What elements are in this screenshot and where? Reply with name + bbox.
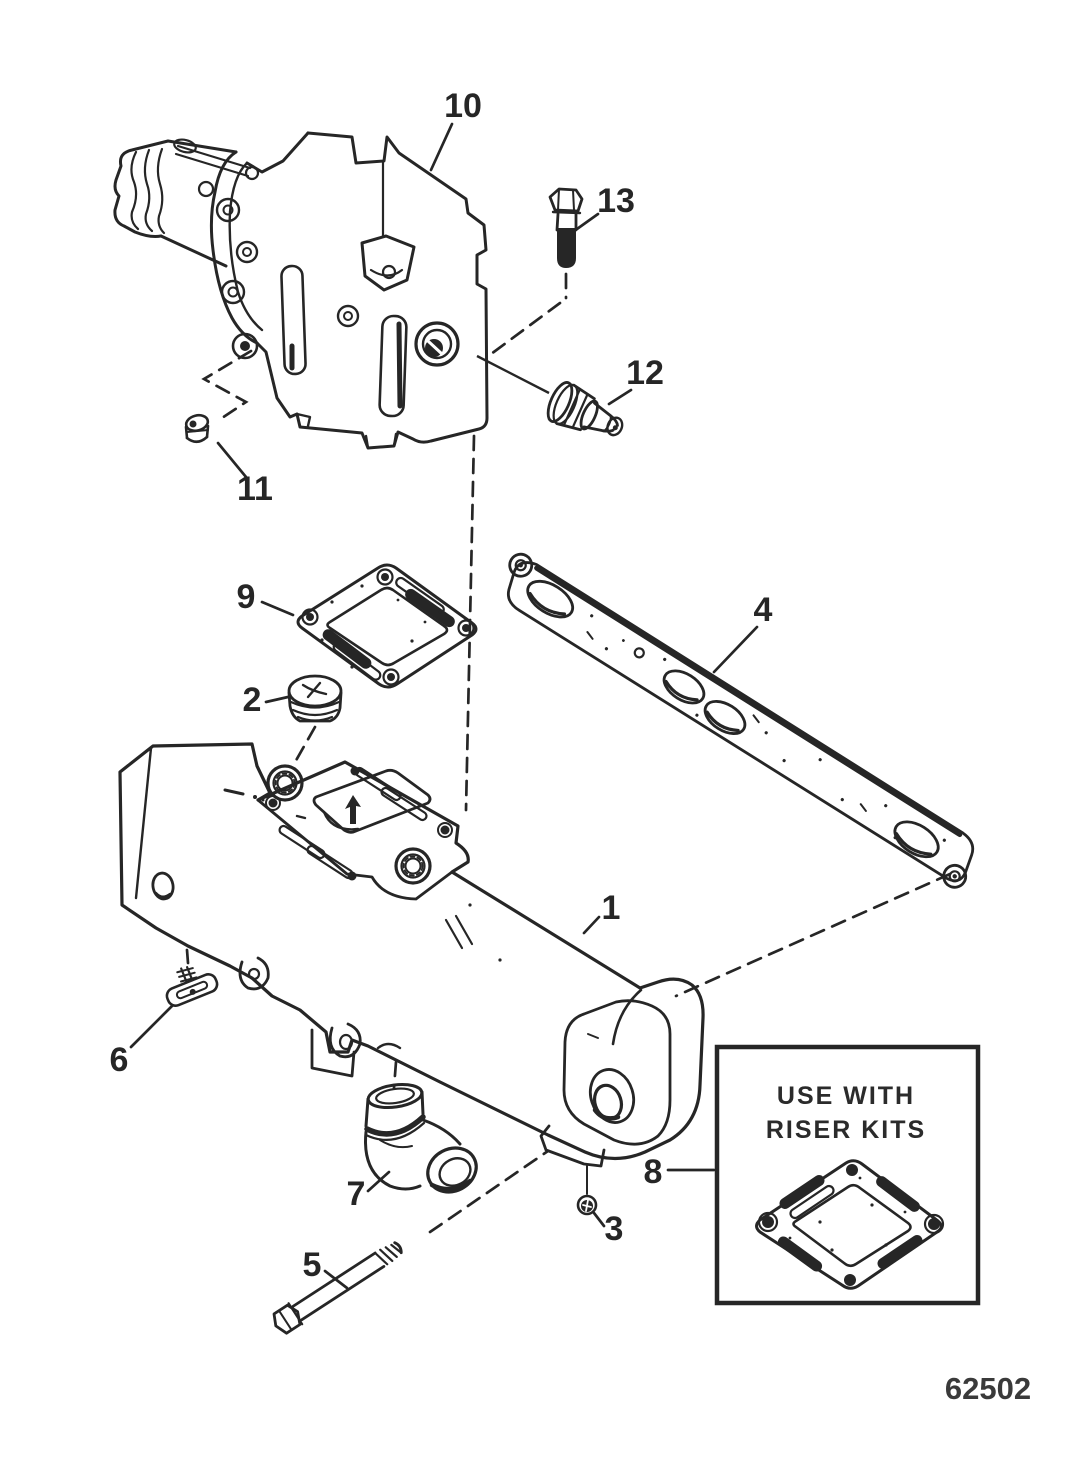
riser-kit-note-box: USE WITH RISER KITS bbox=[714, 1044, 981, 1306]
part-1-manifold-drawing bbox=[118, 742, 705, 1168]
callout-8: 8 bbox=[644, 1153, 663, 1191]
callout-10: 10 bbox=[444, 87, 482, 125]
assembly-dashed-lines bbox=[185, 272, 952, 1234]
part-10-housing-drawing bbox=[113, 131, 489, 450]
dashed-line-part-5 bbox=[428, 1149, 550, 1234]
leader-line-3 bbox=[592, 1211, 606, 1228]
part-3-plug-drawing bbox=[576, 1165, 598, 1216]
dashed-line-part-2 bbox=[292, 725, 317, 766]
part-6-clip-drawing bbox=[165, 966, 219, 1007]
note-box-text-line1: USE WITH bbox=[777, 1082, 915, 1110]
dashed-line-part-7 bbox=[392, 1060, 398, 1090]
callout-7: 7 bbox=[347, 1175, 366, 1213]
callout-5: 5 bbox=[303, 1246, 322, 1284]
part-13-bolt-drawing bbox=[548, 187, 584, 268]
part-7-elbow-drawing bbox=[364, 1082, 478, 1194]
callout-leader-lines bbox=[129, 122, 759, 1290]
leader-line-10 bbox=[429, 122, 454, 172]
callout-9: 9 bbox=[237, 578, 256, 616]
part-9-gasket-drawing bbox=[296, 563, 478, 689]
connector-line-part-12 bbox=[476, 354, 550, 395]
dashed-line-part-6 bbox=[185, 948, 190, 965]
part-4-gasket-drawing bbox=[506, 552, 975, 889]
callout-11: 11 bbox=[237, 470, 273, 508]
leader-line-9 bbox=[260, 600, 295, 617]
dashed-line-gasket-4 bbox=[674, 872, 952, 998]
callout-13: 13 bbox=[597, 182, 635, 220]
assembly-centerline bbox=[464, 434, 476, 812]
part-2-plug-drawing bbox=[287, 674, 343, 723]
leader-line-5 bbox=[323, 1269, 349, 1290]
part-11-plug-drawing bbox=[184, 413, 210, 444]
leader-line-1 bbox=[582, 915, 601, 935]
leader-line-4 bbox=[712, 625, 759, 674]
leader-line-7 bbox=[366, 1170, 391, 1193]
riser-kit-gasket-drawing bbox=[755, 1159, 945, 1290]
callout-12: 12 bbox=[626, 354, 664, 392]
leader-line-12 bbox=[607, 388, 633, 406]
callout-1: 1 bbox=[602, 889, 621, 927]
part-12-fitting-drawing bbox=[546, 381, 624, 437]
callout-2: 2 bbox=[243, 681, 262, 719]
note-box-border bbox=[714, 1044, 981, 1306]
callout-4: 4 bbox=[754, 591, 773, 629]
note-box-text-line2: RISER KITS bbox=[766, 1116, 926, 1144]
callout-6: 6 bbox=[110, 1041, 129, 1079]
dashed-line-part-11 bbox=[201, 349, 253, 420]
leader-line-2 bbox=[264, 695, 290, 704]
leader-line-6 bbox=[129, 1004, 174, 1049]
dashed-line-part-13 bbox=[485, 272, 568, 359]
leader-line-11 bbox=[216, 441, 248, 479]
part-5-bolt-drawing bbox=[272, 1241, 403, 1335]
leader-line-13 bbox=[575, 212, 600, 231]
drawing-number: 62502 bbox=[945, 1371, 1031, 1406]
callout-3: 3 bbox=[605, 1210, 624, 1248]
